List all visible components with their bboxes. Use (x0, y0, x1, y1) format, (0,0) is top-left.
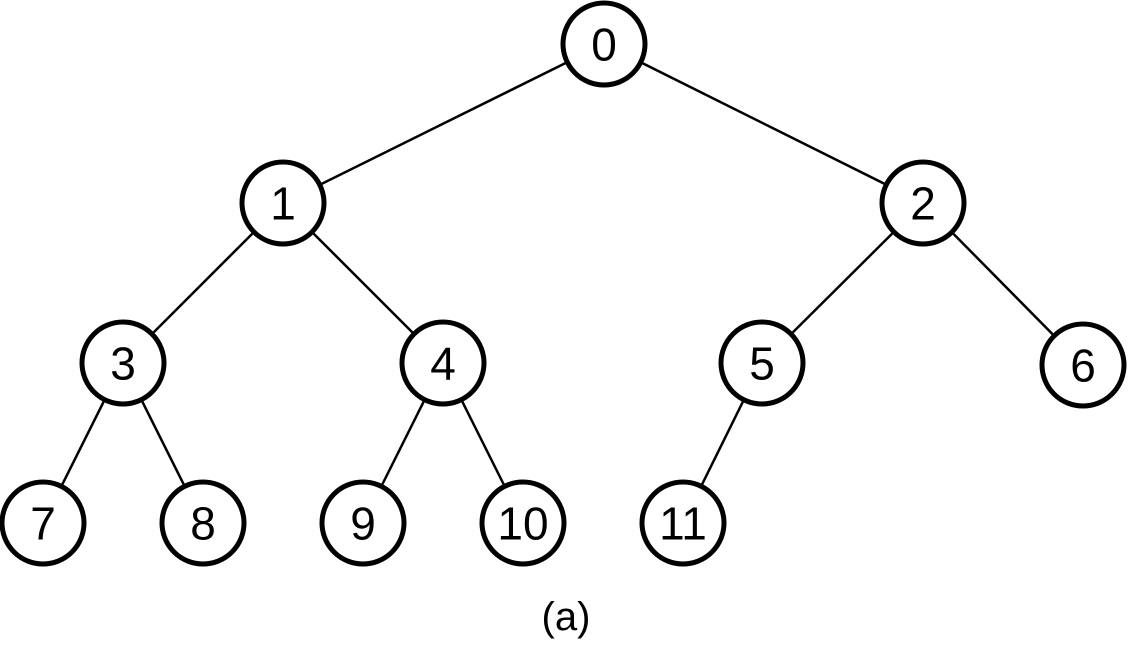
tree-node-circle (639, 479, 727, 567)
tree-node-label: 4 (430, 338, 456, 390)
tree-node-label: 8 (190, 498, 216, 550)
tree-edges (41, 42, 1084, 524)
tree-node-5: 5 (718, 319, 806, 407)
tree-node-circle (479, 479, 567, 567)
tree-node-label: 5 (749, 338, 775, 390)
tree-node-label: 6 (1070, 340, 1096, 392)
tree-node-circle (0, 479, 87, 567)
tree-node-circle (239, 159, 327, 247)
tree-node-circle (319, 479, 407, 567)
figure-caption: (a) (542, 595, 591, 639)
tree-node-circle (399, 319, 487, 407)
tree-node-8: 8 (159, 479, 247, 567)
tree-node-label: 0 (591, 19, 617, 71)
tree-node-1: 1 (239, 159, 327, 247)
tree-node-0: 0 (560, 0, 648, 88)
tree-node-label: 1 (270, 178, 296, 230)
tree-node-9: 9 (319, 479, 407, 567)
tree-edge-0-1 (282, 42, 605, 205)
tree-node-label: 9 (350, 498, 376, 550)
tree-node-label: 2 (910, 178, 936, 230)
tree-node-7: 7 (0, 479, 87, 567)
tree-node-circle (79, 319, 167, 407)
tree-nodes: 0 1 2 3 4 5 6 7 8 9 10 11 (0, 0, 1127, 567)
tree-node-circle (1039, 321, 1127, 409)
tree-node-6: 6 (1039, 321, 1127, 409)
tree-node-10: 10 (479, 479, 567, 567)
tree-node-label: 11 (659, 498, 707, 550)
tree-node-circle (879, 159, 967, 247)
tree-node-circle (718, 319, 806, 407)
tree-node-circle (560, 0, 648, 88)
tree-node-3: 3 (79, 319, 167, 407)
tree-node-label: 10 (497, 498, 548, 550)
tree-node-circle (159, 479, 247, 567)
tree-node-4: 4 (399, 319, 487, 407)
tree-edge-0-2 (603, 42, 924, 205)
tree-node-label: 3 (110, 338, 136, 390)
tree-node-2: 2 (879, 159, 967, 247)
tree-node-label: 7 (30, 498, 56, 550)
tree-node-11: 11 (639, 479, 727, 567)
